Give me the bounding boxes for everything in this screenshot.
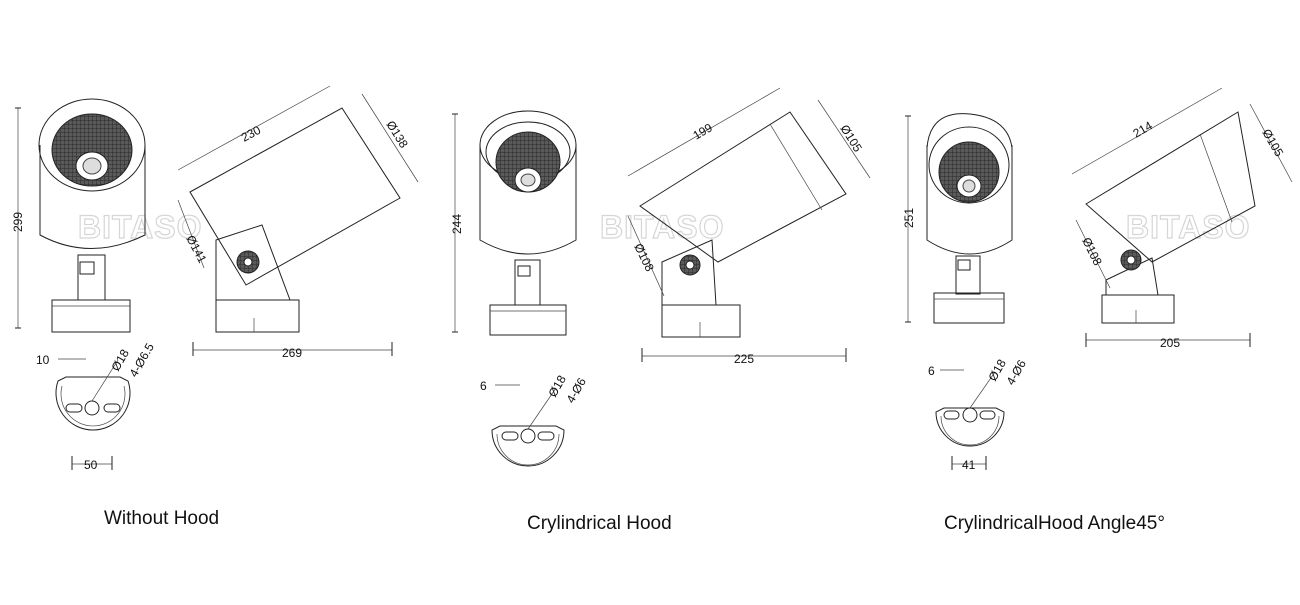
dim-length: 230 bbox=[239, 123, 264, 145]
dim-base-diameter: Ø108 bbox=[631, 241, 657, 274]
front-view-1: 299 bbox=[11, 98, 146, 333]
dim-base-diameter: Ø108 bbox=[1079, 235, 1105, 268]
front-view-2: 244 bbox=[450, 110, 577, 336]
watermark: BITASO bbox=[78, 209, 203, 245]
base-plate-2: 6 Ø18 4-Ø6 bbox=[480, 373, 589, 467]
dim-mount-holes: 4-Ø6.5 bbox=[126, 340, 157, 379]
dim-length: 199 bbox=[691, 120, 716, 142]
dim-spacing: 6 bbox=[928, 364, 935, 378]
variant-cylindrical-hood-angle45: 251 214 Ø105 Ø108 205 6 bbox=[902, 87, 1293, 534]
dim-length: 214 bbox=[1131, 118, 1156, 140]
front-view-3: 251 bbox=[902, 113, 1013, 324]
caption-without-hood: Without Hood bbox=[104, 508, 219, 529]
dim-hole-pitch: 41 bbox=[962, 458, 976, 472]
watermark: BITASO bbox=[600, 209, 725, 245]
dim-head-diameter: Ø105 bbox=[837, 122, 865, 155]
dim-head-diameter: Ø105 bbox=[1259, 127, 1286, 160]
variant-cylindrical-hood: 244 199 Ø105 Ø108 225 6 bbox=[450, 87, 871, 534]
dim-hole-pitch: 50 bbox=[84, 458, 98, 472]
dim-height: 299 bbox=[11, 212, 25, 232]
dim-base-diameter: Ø141 bbox=[183, 233, 209, 266]
caption-cylindrical-hood: Crylindrical Hood bbox=[527, 513, 672, 534]
dim-height: 244 bbox=[450, 214, 464, 234]
dim-width: 269 bbox=[282, 346, 302, 360]
caption-cylindrical-hood-angle45: CrylindricalHood Angle45° bbox=[944, 513, 1165, 534]
dim-mount-holes: 4-Ø6 bbox=[1003, 357, 1029, 387]
variant-without-hood: 299 230 Ø138 Ø141 269 bbox=[11, 85, 419, 529]
dim-spacing: 6 bbox=[480, 379, 487, 393]
watermark: BITASO bbox=[1126, 209, 1251, 245]
base-plate-3: 6 Ø18 4-Ø6 41 bbox=[928, 357, 1029, 472]
dim-width: 205 bbox=[1160, 336, 1180, 350]
side-view-1: 230 Ø138 Ø141 269 bbox=[177, 85, 419, 360]
base-plate-1: 10 Ø18 4-Ø6.5 50 bbox=[36, 340, 157, 472]
dim-width: 225 bbox=[734, 352, 754, 366]
dim-spacing: 10 bbox=[36, 353, 50, 367]
dim-height: 251 bbox=[902, 208, 916, 228]
